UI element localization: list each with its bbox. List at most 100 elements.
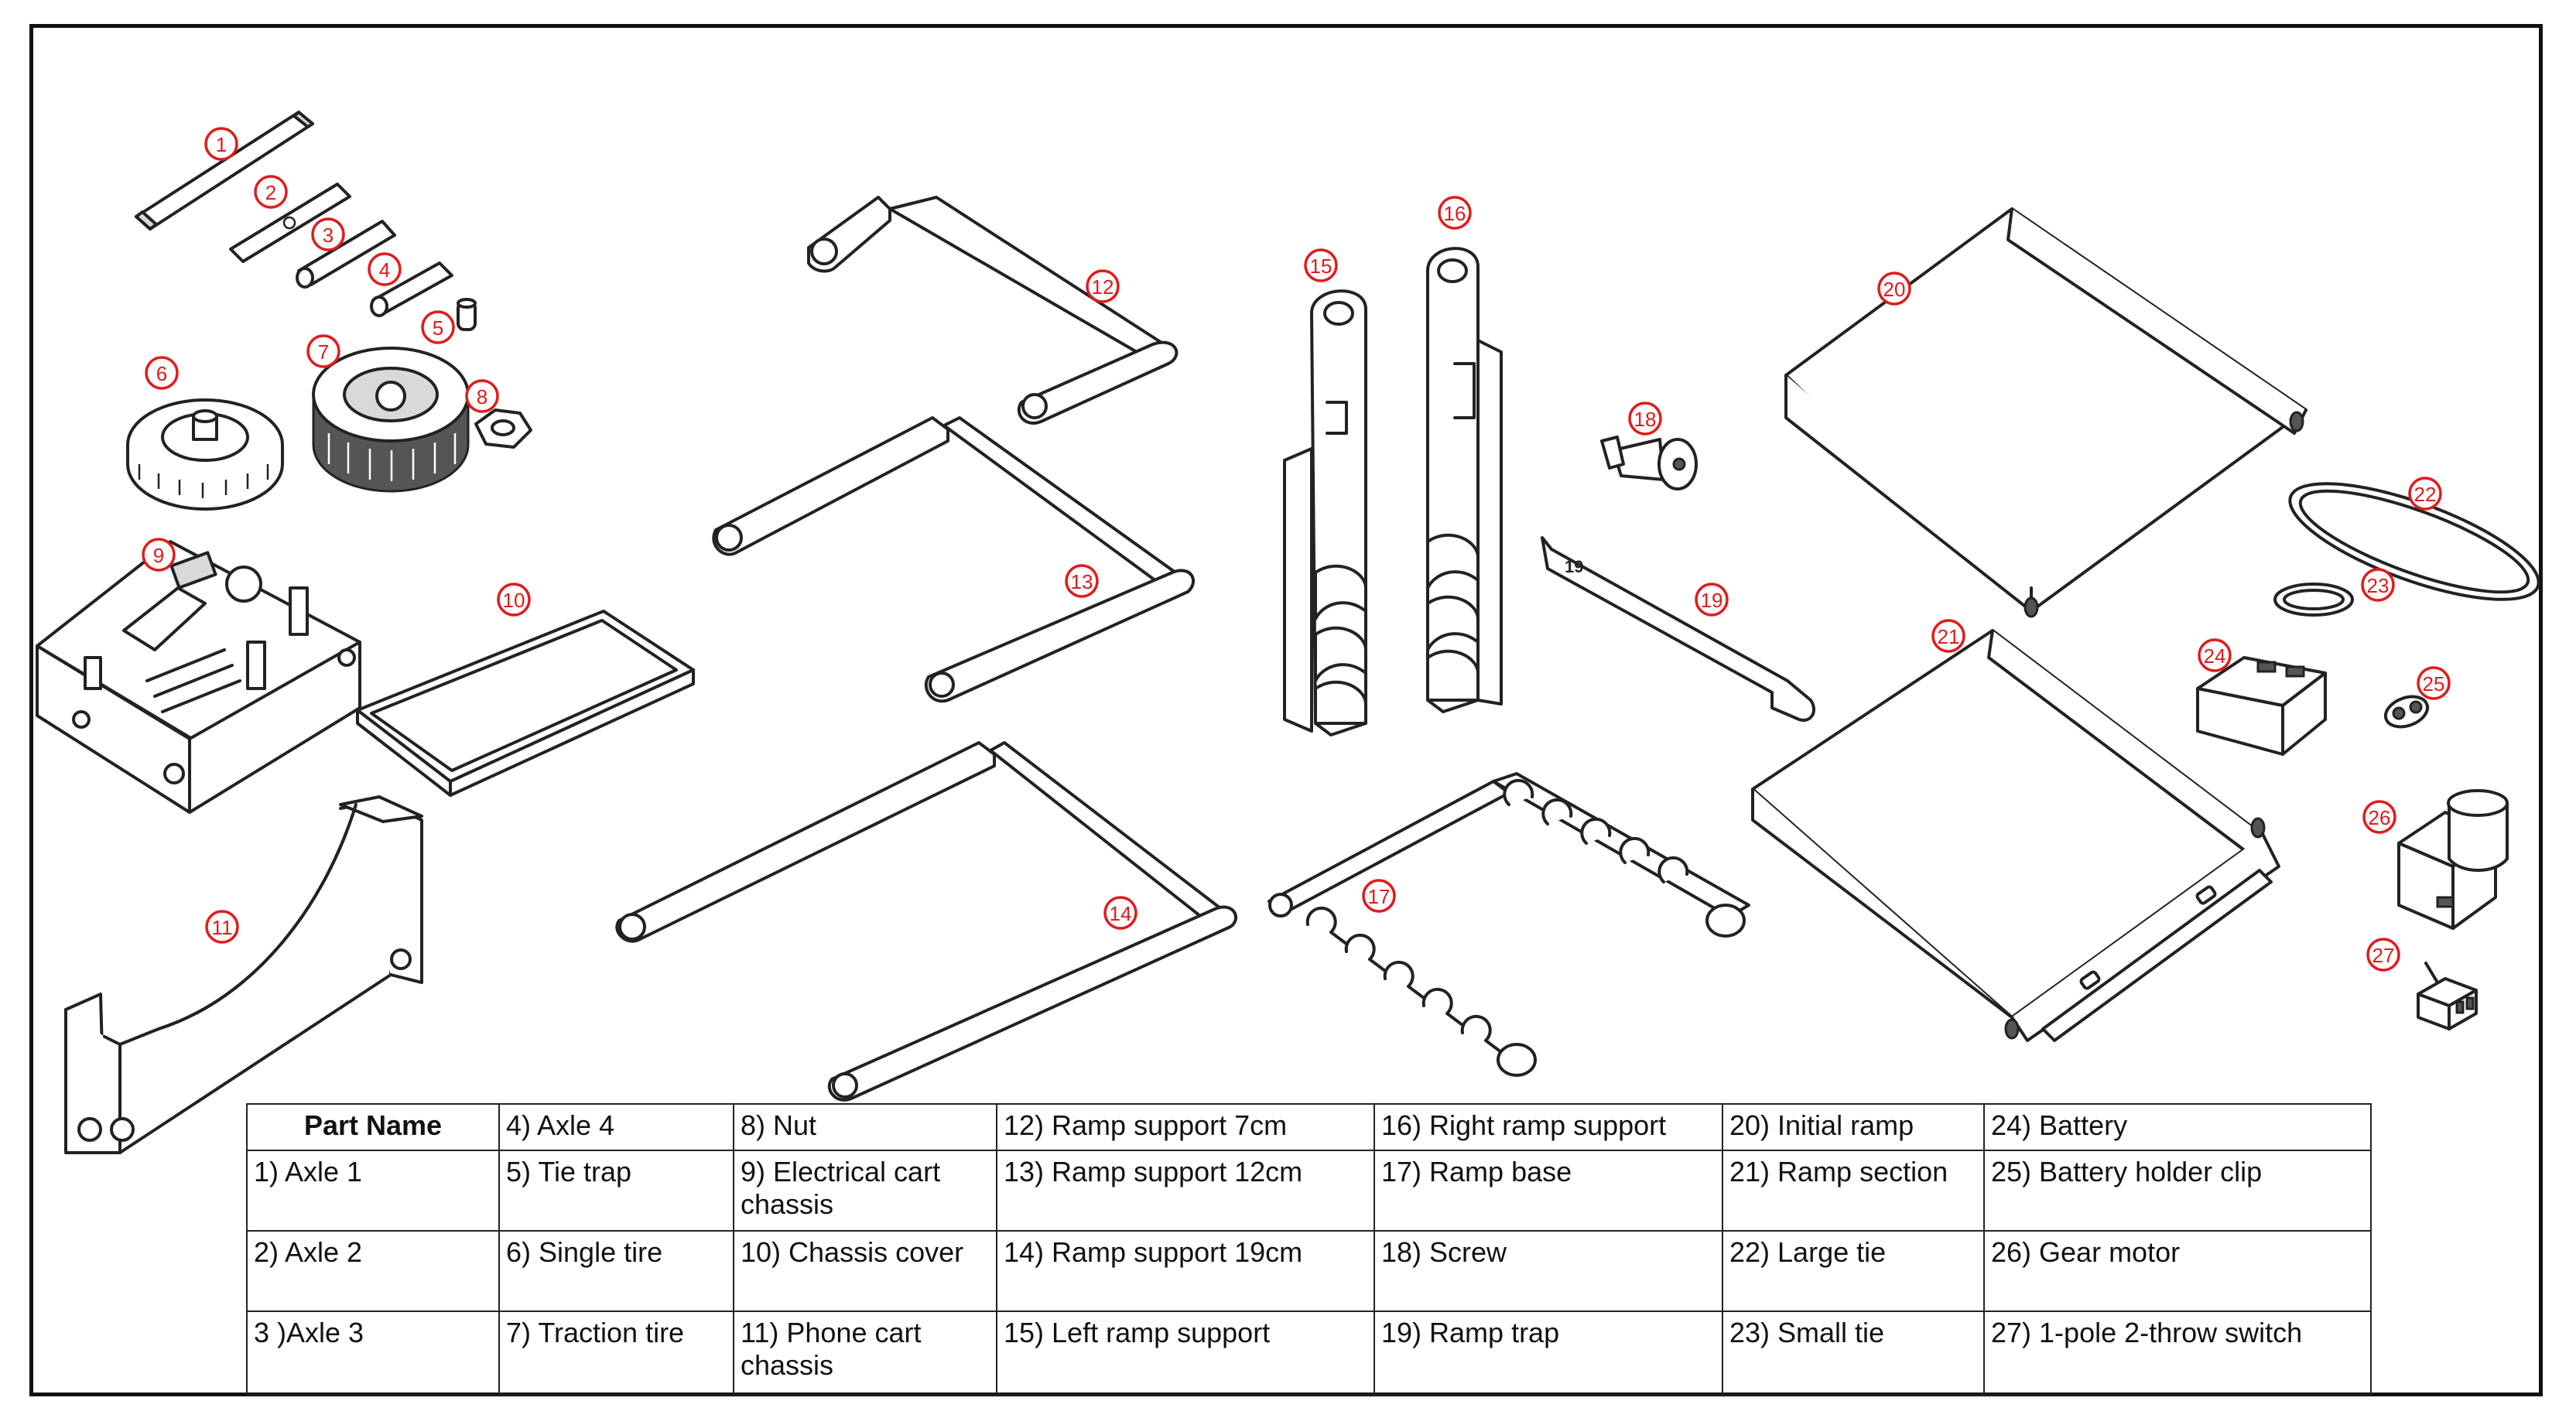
callout-21: 21 (1931, 619, 1965, 653)
electrical-cart-chassis (36, 540, 361, 814)
callout-13: 13 (1065, 564, 1099, 598)
table-cell: 13) Ramp support 12cm (996, 1150, 1375, 1232)
nut (474, 408, 532, 449)
callout-3: 3 (311, 217, 345, 251)
callout-20: 20 (1877, 272, 1911, 306)
battery (2196, 656, 2327, 756)
svg-text:27: 27 (2372, 944, 2395, 967)
callout-14: 14 (1103, 896, 1137, 930)
callout-12: 12 (1086, 269, 1120, 303)
table-header-part-name: Part Name (246, 1103, 500, 1151)
callout-27: 27 (2366, 938, 2400, 972)
callout-10: 10 (497, 583, 531, 617)
table-cell: 22) Large tie (1722, 1230, 1985, 1312)
callout-9: 9 (142, 538, 176, 572)
table-cell: 1) Axle 1 (246, 1150, 500, 1232)
table-cell: 4) Axle 4 (498, 1103, 734, 1151)
svg-text:1: 1 (216, 133, 227, 156)
table-row: 1) Axle 1 5) Tie trap 9) Electrical cart… (246, 1150, 2372, 1232)
callout-22: 22 (2408, 477, 2442, 511)
svg-text:11: 11 (212, 916, 233, 939)
tie-trap (457, 298, 477, 331)
svg-text:15: 15 (1310, 255, 1332, 278)
table-cell: 8) Nut (733, 1103, 997, 1151)
svg-text:4: 4 (379, 258, 390, 282)
phone-cart-chassis (64, 795, 423, 1154)
table-cell: 10) Chassis cover (733, 1230, 997, 1312)
svg-text:5: 5 (433, 316, 443, 340)
svg-text:21: 21 (1938, 625, 1960, 648)
table-cell: 7) Traction tire (498, 1311, 734, 1396)
table-row: 3 )Axle 3 7) Traction tire 11) Phone car… (246, 1311, 2372, 1396)
axle-3 (296, 220, 396, 289)
battery-holder-clip (2383, 695, 2430, 729)
svg-text:3: 3 (323, 224, 334, 247)
right-ramp-support (1426, 247, 1503, 713)
ramp-support-7cm (807, 196, 1179, 425)
initial-ramp (1784, 207, 2307, 618)
table-cell: 19) Ramp trap (1374, 1311, 1723, 1396)
svg-text:24: 24 (2204, 644, 2226, 668)
traction-tire (312, 347, 470, 493)
callout-2: 2 (254, 175, 288, 209)
table-cell: 9) Electrical cart chassis (733, 1150, 997, 1232)
callout-25: 25 (2417, 666, 2451, 700)
svg-text:10: 10 (503, 589, 525, 612)
table-cell: 14) Ramp support 19cm (996, 1230, 1375, 1312)
svg-text:2: 2 (265, 181, 276, 204)
svg-text:19: 19 (1701, 589, 1723, 612)
callout-23: 23 (2361, 568, 2395, 602)
callout-19: 19 (1695, 583, 1729, 617)
axle-2 (229, 183, 351, 263)
svg-text:13: 13 (1071, 570, 1093, 593)
callout-26: 26 (2362, 800, 2396, 834)
left-ramp-support (1283, 289, 1367, 736)
table-cell: 25) Battery holder clip (1983, 1150, 2372, 1232)
table-cell: 18) Screw (1374, 1230, 1723, 1312)
svg-text:16: 16 (1444, 202, 1466, 225)
single-tire (126, 398, 284, 511)
axle-1 (135, 111, 314, 231)
ramp-support-12cm (712, 416, 1196, 703)
ramp-base (1267, 772, 1750, 1077)
gear-motor (2397, 789, 2509, 930)
ramp-trap: 19 (1541, 536, 1815, 722)
table-cell: 24) Battery (1983, 1103, 2372, 1151)
table-cell: 6) Single tire (498, 1230, 734, 1312)
svg-text:20: 20 (1883, 278, 1906, 301)
callout-6: 6 (145, 356, 179, 390)
ramp-trap-engraving: 19 (1565, 557, 1583, 576)
table-cell: 26) Gear motor (1983, 1230, 2372, 1312)
svg-text:9: 9 (153, 544, 164, 567)
table-cell: 11) Phone cart chassis (733, 1311, 997, 1396)
table-row: Part Name 4) Axle 4 8) Nut 12) Ramp supp… (246, 1103, 2372, 1151)
table-cell: 3 )Axle 3 (246, 1311, 500, 1396)
svg-text:12: 12 (1092, 275, 1114, 299)
table-cell: 17) Ramp base (1374, 1150, 1723, 1232)
parts-table: Part Name 4) Axle 4 8) Nut 12) Ramp supp… (246, 1103, 2372, 1396)
axle-4 (370, 261, 453, 317)
callout-5: 5 (421, 310, 455, 344)
table-cell: 2) Axle 2 (246, 1230, 500, 1312)
table-cell: 21) Ramp section (1722, 1150, 1985, 1232)
callout-8: 8 (465, 379, 499, 413)
callout-15: 15 (1304, 248, 1338, 282)
large-tie (2288, 482, 2540, 601)
table-cell: 20) Initial ramp (1722, 1103, 1985, 1151)
svg-text:8: 8 (477, 385, 487, 408)
callout-16: 16 (1438, 196, 1472, 230)
small-tie (2273, 583, 2354, 617)
table-cell: 5) Tie trap (498, 1150, 734, 1232)
callout-4: 4 (368, 252, 402, 286)
svg-text:14: 14 (1110, 902, 1132, 925)
table-cell: 12) Ramp support 7cm (996, 1103, 1375, 1151)
table-cell: 23) Small tie (1722, 1311, 1985, 1396)
table-row: 2) Axle 2 6) Single tire 10) Chassis cov… (246, 1230, 2372, 1312)
svg-text:23: 23 (2367, 574, 2390, 597)
svg-text:25: 25 (2423, 672, 2445, 695)
ramp-section (1751, 629, 2280, 1042)
svg-text:22: 22 (2414, 483, 2437, 506)
svg-text:26: 26 (2369, 806, 2391, 829)
table-cell: 16) Right ramp support (1374, 1103, 1723, 1151)
